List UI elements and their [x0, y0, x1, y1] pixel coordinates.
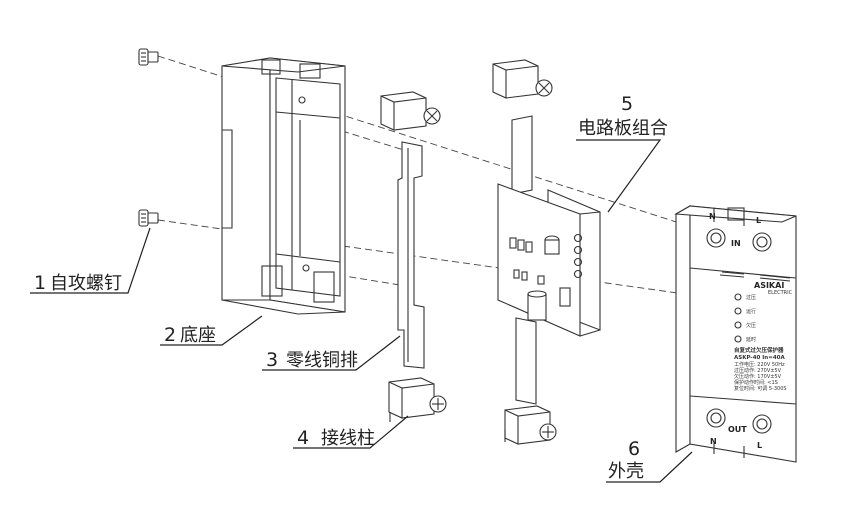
- self-tapping-screw-bottom: [138, 209, 159, 227]
- callout-6: 6 外壳: [608, 438, 644, 482]
- indicator-undervoltage-icon: [734, 321, 742, 329]
- housing-bottom-l-label: L: [757, 441, 762, 450]
- circuit-board-assembly: [497, 115, 601, 405]
- indicator-delay-icon: [734, 335, 742, 343]
- callout-6-text: 外壳: [608, 461, 644, 482]
- indicator-label-1: 过压: [746, 294, 756, 301]
- indicator-label-3: 欠压: [746, 322, 756, 329]
- housing-top-n-label: N: [709, 212, 716, 221]
- callout-4-text: 接线柱: [321, 428, 375, 449]
- callout-2-number: 2: [164, 324, 176, 346]
- callout-5-number: 5: [621, 93, 633, 115]
- callout-4: 4 接线柱: [297, 427, 375, 449]
- housing-part: N L IN ASIKAI ELECTRIC 过压 运行 欠压 延时 自复式过欠…: [674, 205, 797, 463]
- callout-3-number: 3: [266, 349, 278, 371]
- callout-1: 1 自攻螺钉: [34, 272, 122, 294]
- housing-out-label: OUT: [728, 425, 747, 434]
- spec-line-1: 工作电压: 220V 50Hz: [734, 361, 785, 368]
- indicator-label-4: 延时: [746, 336, 756, 343]
- spec-line-3: 欠压动作: 170V±5V: [734, 373, 782, 380]
- model-line: ASKP-40 In=40A: [734, 355, 785, 361]
- spec-line-4: 保护动作时间: <1S: [734, 379, 778, 386]
- terminal-block-bottom-right: [504, 405, 557, 445]
- indicator-label-2: 运行: [746, 308, 756, 315]
- product-name: 自复式过欠压保护器: [734, 346, 784, 354]
- neutral-copper-bar: [397, 141, 425, 369]
- callout-5: 5 电路板组合: [578, 93, 668, 139]
- terminal-block-top-right: [492, 59, 553, 99]
- callout-2-text: 底座: [180, 325, 216, 346]
- indicator-running-icon: [734, 307, 742, 315]
- callout-2: 2 底座: [164, 324, 216, 346]
- callout-5-text: 电路板组合: [578, 118, 668, 139]
- callout-3: 3 零线铜排: [266, 349, 358, 371]
- spec-line-2: 过压动作: 270V±5V: [734, 367, 782, 374]
- callout-1-text: 自攻螺钉: [50, 273, 122, 294]
- callout-6-number: 6: [628, 438, 640, 460]
- callout-4-number: 4: [297, 427, 309, 449]
- brand-name: ASIKAI: [754, 281, 784, 290]
- indicator-overvoltage-icon: [734, 293, 742, 301]
- terminal-block-bottom-left: [388, 377, 447, 422]
- terminal-block-top-left: [380, 91, 441, 131]
- callout-3-text: 零线铜排: [286, 350, 358, 371]
- housing-bottom-n-label: N: [710, 437, 717, 446]
- vent-slots: [719, 271, 791, 282]
- callout-1-number: 1: [34, 272, 46, 294]
- spec-line-5: 复位时间: 可调 5-300S: [734, 385, 787, 392]
- brand-sub: ELECTRIC: [768, 290, 793, 296]
- base-part: [221, 57, 346, 315]
- leader-lines: [30, 139, 693, 483]
- housing-in-label: IN: [731, 239, 741, 248]
- self-tapping-screw-top: [138, 48, 159, 66]
- housing-top-l-label: L: [756, 216, 761, 225]
